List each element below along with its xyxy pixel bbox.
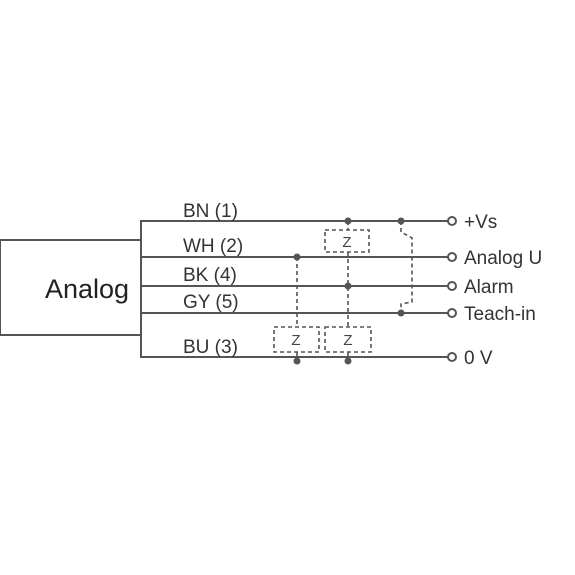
junction-dot [293,357,301,365]
junction-dot [293,253,301,261]
terminal-vs [447,216,457,226]
analog-module: Analog [0,239,142,336]
terminal-label-analog-u: Analog U [464,248,542,269]
junction-dot [344,217,352,225]
wire-label-bk: BK (4) [183,265,237,286]
dashed-connections [296,221,413,327]
terminal-label-vs: +Vs [464,212,497,233]
wire-label-bu: BU (3) [183,337,238,358]
terminal-label-teach-in: Teach-in [464,304,536,325]
terminal-analog-u [447,252,457,262]
load-z-left-label: Z [291,332,300,349]
load-z-top-label: Z [342,234,351,251]
module-label: Analog [45,274,129,304]
load-z-right: Z [324,326,372,353]
terminal-label-alarm: Alarm [464,277,514,298]
wire-label-gy: GY (5) [183,292,239,313]
wire-bu [140,335,448,358]
junction-dots [293,217,405,365]
wire-label-bn: BN (1) [183,201,238,222]
load-z-right-label: Z [343,332,352,349]
junction-dot [397,217,405,225]
junction-dot [397,309,405,317]
junction-dot [344,282,352,290]
load-z-left: Z [273,326,320,353]
wire-label-wh: WH (2) [183,236,243,257]
terminal-label-0v: 0 V [464,348,493,369]
junction-dot [344,357,352,365]
terminal-0v [447,352,457,362]
terminal-teach-in [447,308,457,318]
terminal-alarm [447,281,457,291]
load-z-top: Z [324,229,370,253]
